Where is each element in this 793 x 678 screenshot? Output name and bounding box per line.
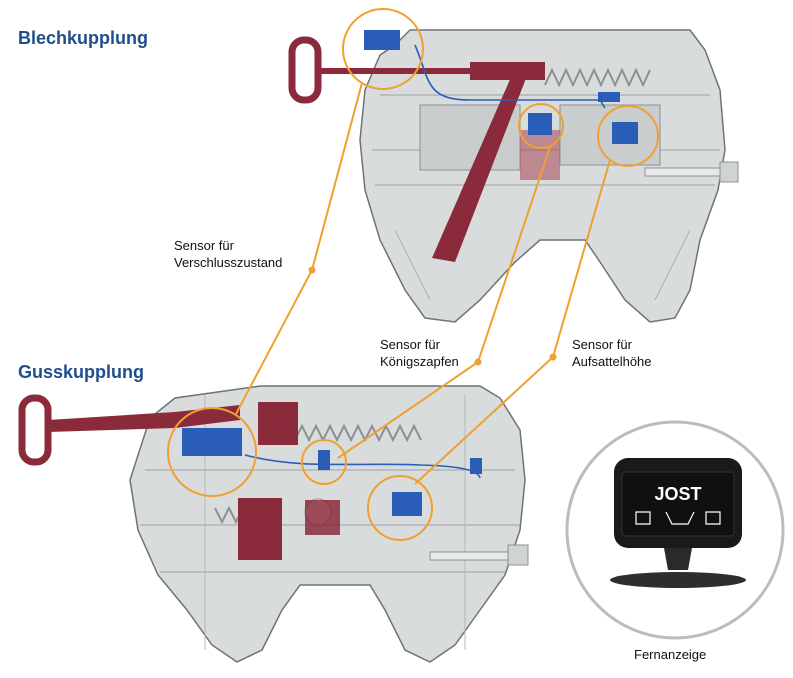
cast-height-sensor-icon bbox=[392, 492, 422, 516]
callout-circle-cast-kingpin bbox=[301, 439, 347, 485]
remote-display-inset: JOST bbox=[565, 420, 785, 640]
cast-lock-jaw bbox=[238, 498, 282, 560]
cast-kingpin-sensor-icon bbox=[318, 450, 330, 470]
sheet-lock-sensor-icon bbox=[364, 30, 400, 50]
remote-display-status-icons bbox=[635, 511, 721, 525]
label-height-sensor: Sensor für Aufsattelhöhe bbox=[572, 337, 652, 369]
sheet-coupling-illustration bbox=[288, 29, 739, 323]
cast-coupling-illustration bbox=[18, 385, 529, 663]
sheet-handle-rod bbox=[318, 62, 545, 80]
remote-display-logo: JOST bbox=[654, 484, 701, 504]
remote-display-base bbox=[610, 572, 746, 588]
label-kingpin-sensor: Sensor für Königszapfen bbox=[380, 337, 459, 369]
cast-lock-sensor-icon bbox=[182, 428, 242, 456]
label-remote-display: Fernanzeige bbox=[634, 647, 707, 662]
callout-circle-cast-lock bbox=[167, 407, 257, 497]
cast-handle-grip bbox=[18, 394, 52, 466]
sheet-handle-grip bbox=[288, 36, 322, 104]
callout-circle-sheet-height bbox=[597, 105, 659, 167]
sheet-height-sensor-icon bbox=[612, 122, 638, 144]
heading-cast-coupling: Gusskupplung bbox=[18, 362, 144, 382]
callout-circle-sheet-kingpin bbox=[518, 103, 564, 149]
label-lock-sensor: Sensor für Verschlusszustand bbox=[174, 238, 283, 270]
sheet-kingpin-sensor-icon bbox=[528, 113, 552, 135]
remote-display-mount bbox=[664, 548, 692, 570]
heading-sheet-coupling: Blechkupplung bbox=[18, 28, 148, 48]
callout-circle-sheet-lock bbox=[342, 8, 424, 90]
sheet-lock-bar bbox=[432, 68, 530, 262]
callout-circle-cast-height bbox=[367, 475, 433, 541]
